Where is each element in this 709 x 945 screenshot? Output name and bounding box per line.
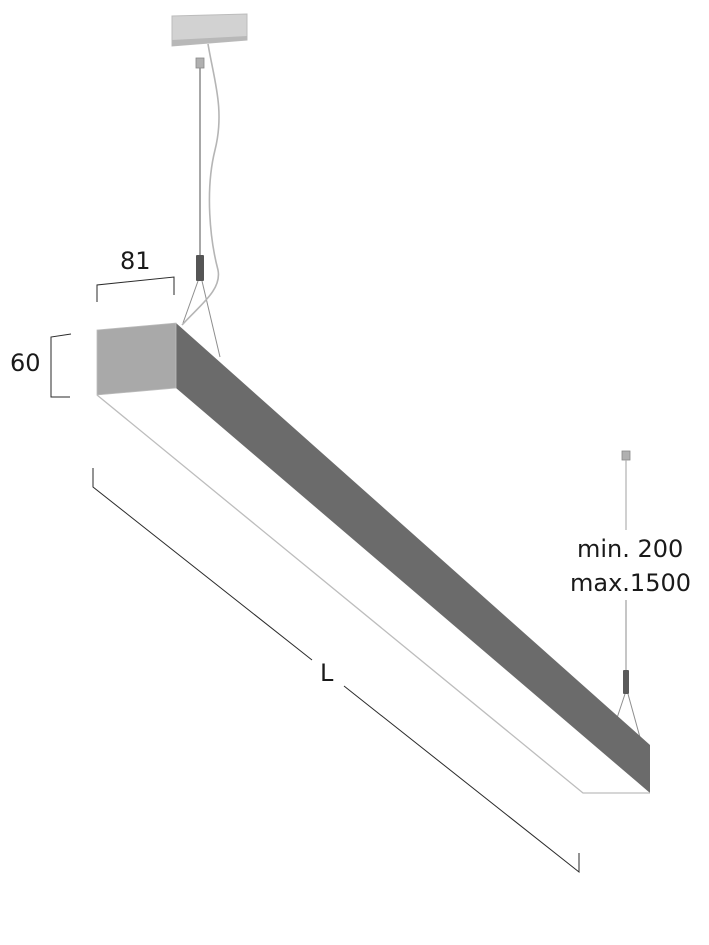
length-dimension-label: L (320, 659, 334, 687)
dimension-lines (50, 276, 580, 874)
height-dimension-bracket (50, 333, 72, 398)
suspension-min-label: min. 200 (577, 535, 684, 563)
right-suspension (616, 450, 642, 742)
width-dimension-label: 81 (120, 247, 151, 275)
suspension-max-label: max.1500 (570, 569, 691, 597)
luminaire-body (96, 322, 650, 794)
left-suspension (181, 43, 221, 358)
width-dimension-bracket (96, 276, 175, 302)
ceiling-canopy (171, 13, 248, 47)
length-dimension-line-left (92, 468, 313, 661)
length-dimension-line-right (343, 685, 580, 874)
height-dimension-label: 60 (10, 349, 41, 377)
